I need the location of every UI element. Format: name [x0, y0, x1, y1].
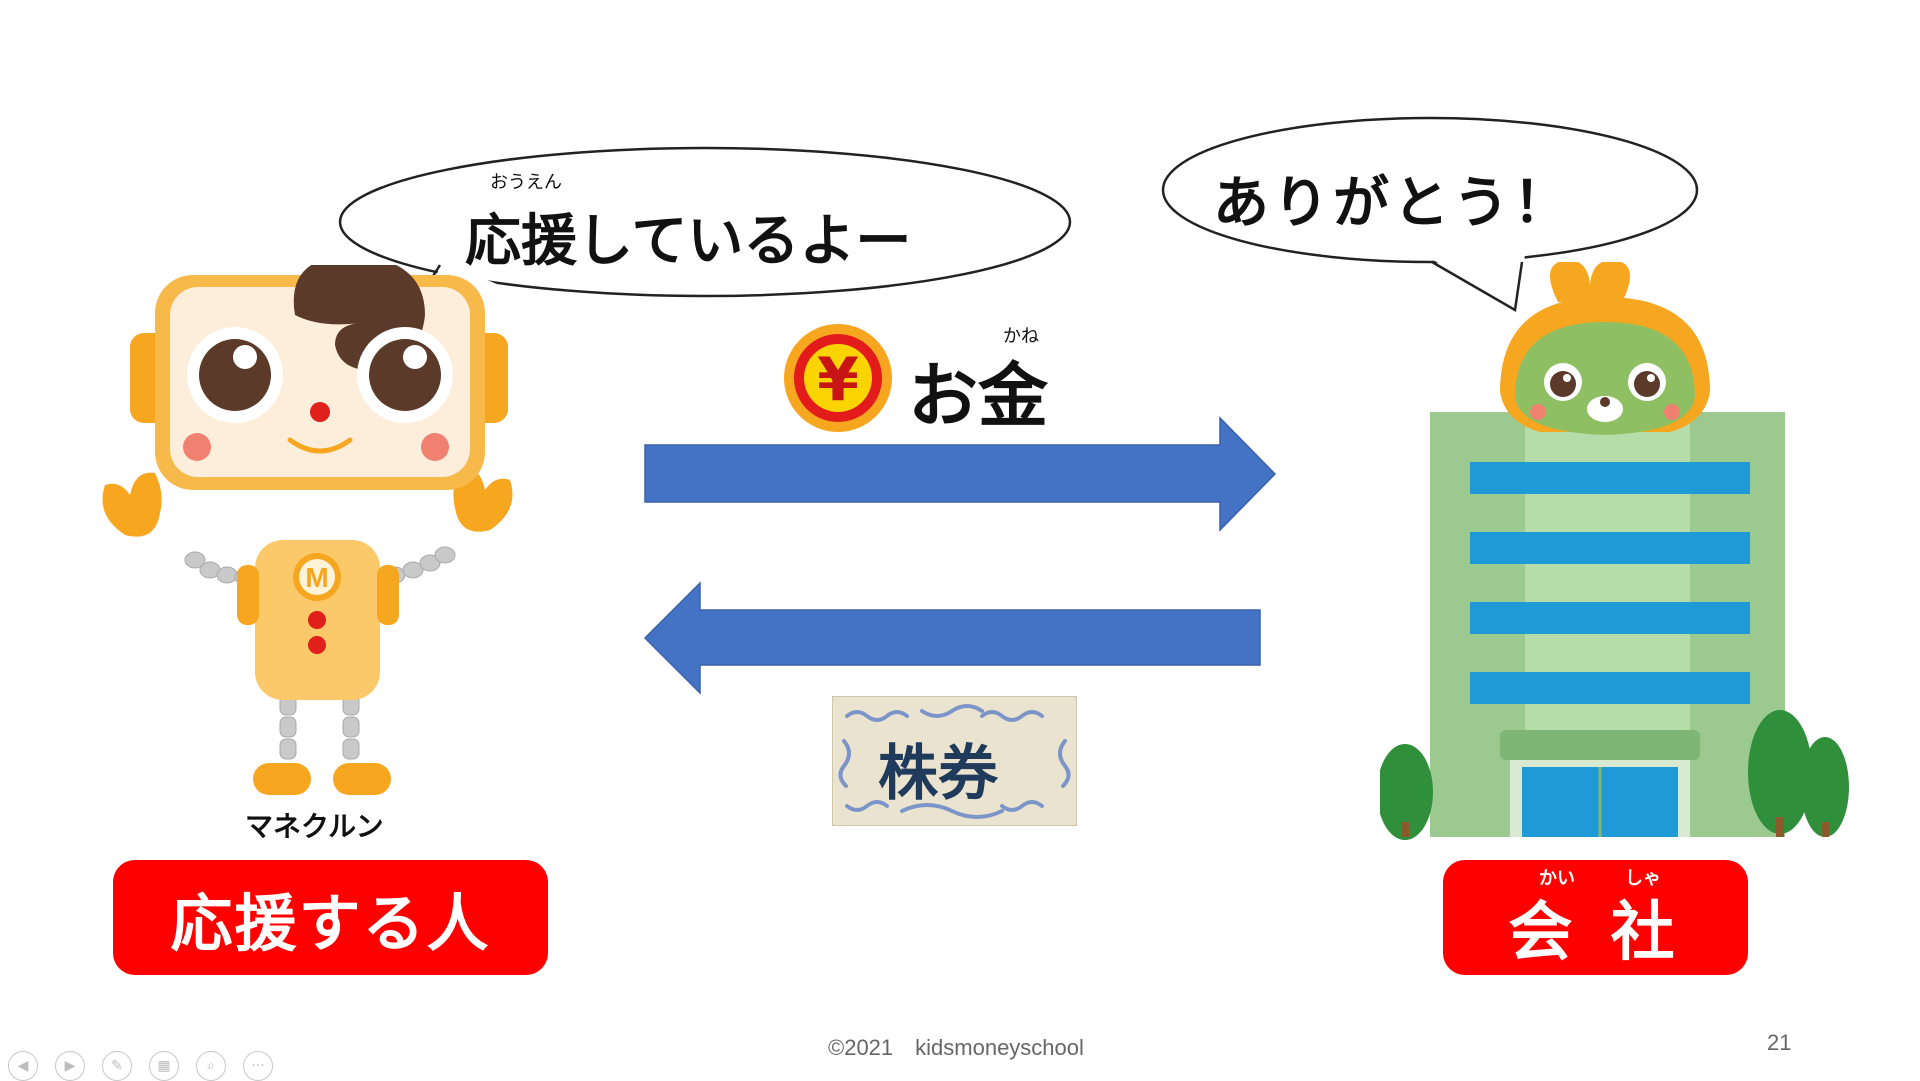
grid-icon: ▦ [157, 1058, 170, 1074]
slides-grid-button[interactable]: ▦ [149, 1051, 179, 1081]
copyright: ©2021 kidsmoneyschool [828, 1030, 1084, 1062]
prev-icon: ◀ [18, 1058, 29, 1074]
zoom-button[interactable]: ⌕ [196, 1051, 226, 1081]
pen-icon: ✎ [111, 1058, 123, 1074]
company-label-text: 会 社 [1508, 881, 1682, 973]
zoom-icon: ⌕ [207, 1058, 215, 1074]
company-label: かい しゃ 会 社 [1443, 860, 1748, 975]
more-icon: ··· [251, 1058, 264, 1074]
company-ruby-kai: かい [1539, 864, 1575, 890]
page-number: 21 [1767, 1030, 1791, 1056]
arrow-left [645, 583, 1260, 693]
supporter-label: 応援する人 [113, 860, 548, 975]
company-ruby-sha: しゃ [1625, 864, 1661, 890]
next-slide-button[interactable]: ▶ [55, 1051, 85, 1081]
company-building [1380, 262, 1850, 842]
stock-label: 株券 [878, 725, 998, 812]
prev-slide-button[interactable]: ◀ [8, 1051, 38, 1081]
arrow-right [645, 418, 1275, 530]
more-options-button[interactable]: ··· [243, 1051, 273, 1081]
pen-button[interactable]: ✎ [102, 1051, 132, 1081]
next-icon: ▶ [65, 1058, 76, 1074]
